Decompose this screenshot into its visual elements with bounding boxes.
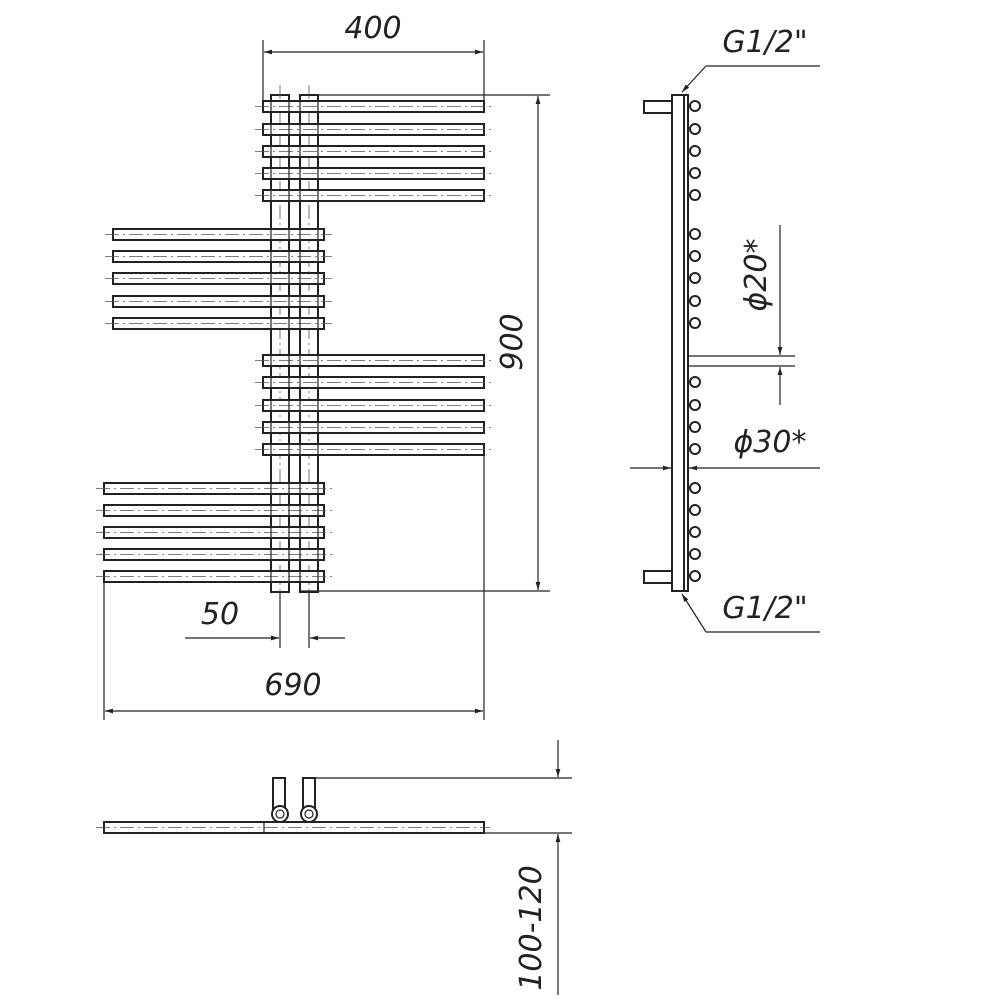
tube-section-15: [689, 482, 701, 494]
tube-section-2: [689, 123, 701, 135]
height-label: 900: [495, 313, 530, 370]
tube-section-16: [689, 504, 701, 516]
dimension-tube-small: ϕ20*: [739, 225, 783, 405]
width-top-label: 400: [344, 11, 401, 46]
tube-section-9: [689, 295, 701, 307]
tube-large-label: ϕ30*: [734, 425, 807, 460]
tube-section-13: [689, 421, 701, 433]
tube-section-7: [689, 250, 701, 262]
leader-connection-top: G1/2": [681, 25, 820, 93]
tube-section-14: [689, 443, 701, 455]
width-total-label: 690: [264, 668, 321, 703]
tube-section-8: [689, 272, 701, 284]
heating-bars: [96, 95, 492, 592]
tube-section-12: [689, 399, 701, 411]
tube-section-19: [689, 570, 701, 582]
tube-section-18: [689, 548, 701, 560]
tube-section-17: [689, 526, 701, 538]
tube-sections: [689, 100, 701, 582]
wall-distance-label: 100-120: [514, 865, 549, 990]
collector-pipes: [270, 85, 319, 600]
dimension-wall-distance: 100-120: [315, 740, 572, 995]
tube-small-label: ϕ20*: [739, 239, 774, 312]
tube-section-3: [689, 145, 701, 157]
connection-bottom-label: G1/2": [722, 591, 807, 626]
dimension-pipe-spacing: 50: [185, 592, 345, 648]
dimension-height: 900: [300, 94, 550, 592]
connection-bottom: [643, 570, 673, 584]
pipe-spacing-label: 50: [201, 597, 239, 632]
tube-section-6: [689, 228, 701, 240]
side-view: G1/2" G1/2" ϕ20* ϕ30*: [630, 25, 820, 633]
tube-section-11: [689, 376, 701, 388]
dimension-width-total: 690: [103, 455, 485, 720]
valve-right-nut: [300, 805, 318, 823]
tube-section-5: [689, 189, 701, 201]
side-collector: [671, 94, 685, 592]
connection-top-label: G1/2": [722, 25, 807, 60]
front-view: 400 900 50 690: [96, 11, 550, 720]
tube-section-1: [689, 100, 701, 112]
top-view: 100-120: [96, 740, 572, 995]
dimension-tube-large: ϕ30*: [630, 425, 820, 471]
valve-left-nut: [271, 805, 289, 823]
leader-connection-bottom: G1/2": [681, 591, 820, 633]
side-collector-inner: [683, 94, 689, 592]
connection-top: [643, 100, 673, 114]
tube-section-4: [689, 167, 701, 179]
tube-section-10: [689, 317, 701, 329]
dimension-width-top: 400: [262, 11, 485, 100]
